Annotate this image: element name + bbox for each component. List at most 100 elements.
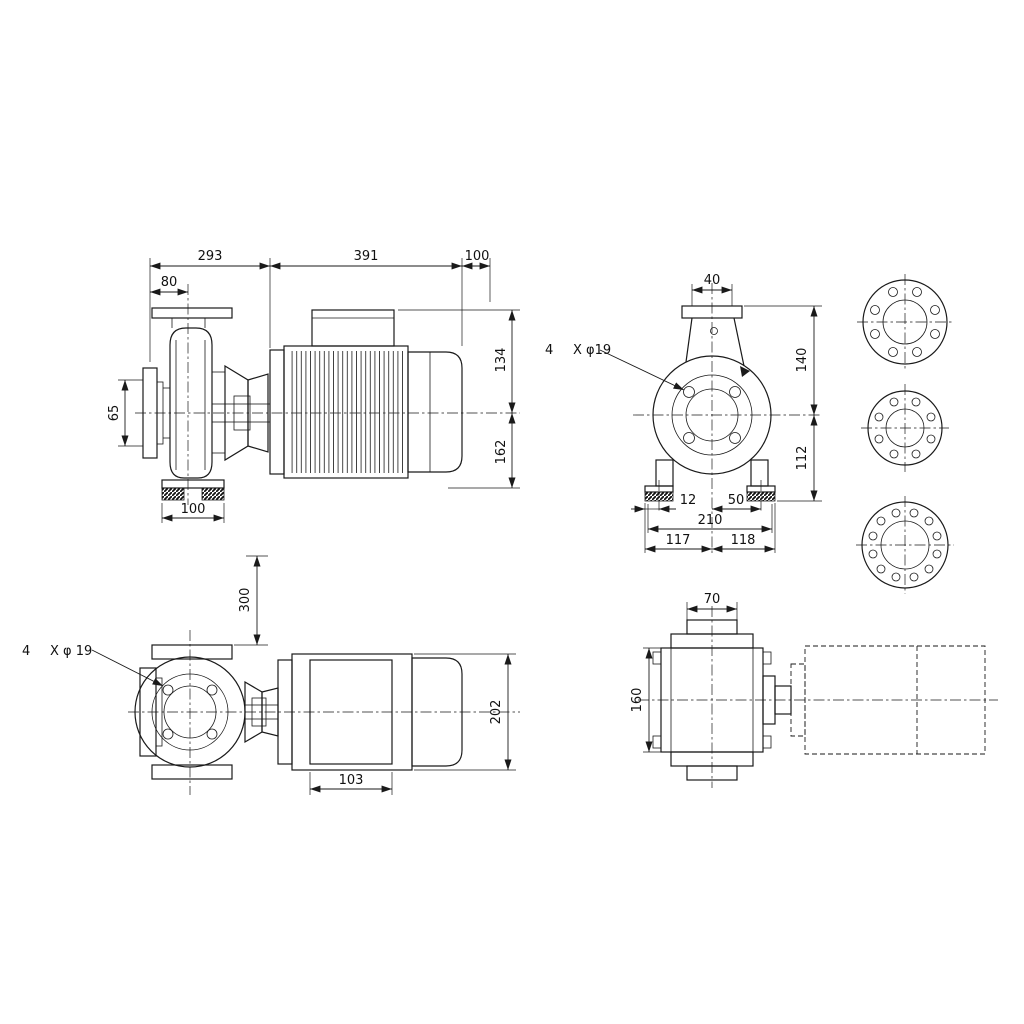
front-right-dimensions: 140 112: [744, 305, 822, 502]
bolt-hole: [912, 347, 922, 357]
bolt-hole: [932, 531, 942, 541]
front-view-centerlines: [633, 283, 822, 556]
bolt-hole: [868, 549, 878, 559]
bolt-qty-label: 4: [22, 644, 30, 659]
bolt-hole: [876, 564, 886, 574]
bolt-hole: [876, 516, 886, 526]
dim-label-100-foot: 100: [181, 502, 206, 517]
dim-label-50: 50: [728, 493, 745, 508]
dim-label-391: 391: [354, 249, 379, 264]
pump-volute-side: [169, 327, 213, 479]
front-bolt-callout: 4 X φ19: [545, 343, 685, 391]
front-view: 40 4 X φ19 140 112 12 50: [545, 273, 822, 556]
dim-label-160: 160: [630, 688, 645, 713]
bolt-hole: [911, 449, 921, 459]
pump-feet-front: [644, 459, 776, 513]
dim-label-210: 210: [698, 513, 723, 528]
bolt-hole: [909, 572, 919, 582]
dim-label-140: 140: [795, 348, 810, 373]
end-view-centerlines: [638, 606, 998, 788]
bolt-hole: [926, 434, 936, 444]
dim-label-293: 293: [198, 249, 223, 264]
dim-label-118: 118: [731, 533, 756, 548]
bolt-hole: [874, 434, 884, 444]
dim-label-80: 80: [161, 275, 178, 290]
bolt-hole: [891, 572, 901, 582]
motor-end-bell: [407, 351, 463, 473]
bolt-hole: [911, 397, 921, 407]
side-top-dimensions: 293 391 100: [149, 249, 491, 362]
vent-plug: [710, 327, 718, 335]
bolt-hole: [729, 386, 741, 398]
bearing-bracket-side: [211, 364, 271, 462]
dim-label-202: 202: [489, 700, 504, 725]
motor-side: [269, 309, 463, 479]
bolt-hole: [162, 684, 174, 696]
bolt-hole: [206, 728, 218, 740]
terminal-box: [311, 309, 395, 347]
plan-dim-202: 202: [414, 653, 516, 771]
bolt-hole: [909, 508, 919, 518]
dim-label-134: 134: [494, 348, 509, 373]
bolt-hole: [868, 531, 878, 541]
end-dim-160: 160: [630, 647, 661, 753]
discharge-flange-front: [681, 305, 745, 367]
bolt-hole: [162, 728, 174, 740]
dim-label-112: 112: [795, 446, 810, 471]
bolt-hole: [930, 305, 940, 315]
dim-label-65: 65: [107, 405, 122, 422]
rotation-arrow: [740, 366, 750, 377]
foot-pad-plan-top: [151, 644, 233, 660]
bolt-hole: [870, 305, 880, 315]
bolt-hole: [912, 287, 922, 297]
flange-views: [856, 274, 954, 594]
end-dim-70: 70: [686, 592, 738, 620]
pump-housing-end: [652, 619, 772, 781]
flange-detail-middle: [861, 384, 949, 472]
suction-flange-side: [142, 367, 170, 459]
plan-view: 4 X φ 19 300 202: [22, 555, 520, 795]
side-view: 293 391 100 80 65 134 162: [107, 249, 520, 523]
plan-bolt-callout: 4 X φ 19: [22, 644, 164, 687]
dim-label-40: 40: [704, 273, 721, 288]
bolt-qty-label: 4: [545, 343, 553, 358]
bolt-hole: [932, 549, 942, 559]
motor-plan: [277, 653, 463, 771]
dim-label-103: 103: [339, 773, 364, 788]
side-dim-80: 80: [150, 275, 188, 296]
bolt-hole: [874, 412, 884, 422]
side-view-centerlines: [135, 284, 520, 505]
dim-label-162: 162: [494, 440, 509, 465]
bolt-hole: [889, 449, 899, 459]
side-right-dimensions: 134 162: [398, 309, 520, 489]
foot-pad-plan-bottom: [151, 764, 233, 780]
suction-flange-bolt-holes: [683, 386, 741, 444]
dim-label-70: 70: [704, 592, 721, 607]
bolt-hole: [930, 329, 940, 339]
motor-end-bell-plan: [411, 657, 463, 767]
discharge-flange-side: [151, 307, 233, 328]
pump-foot-side: [161, 479, 225, 501]
front-bottom-dimensions: 12 50 210 117 118: [631, 493, 776, 553]
front-dim-40: 40: [691, 273, 733, 306]
dim-label-12: 12: [680, 493, 697, 508]
bolt-hole: [924, 564, 934, 574]
side-dim-65: 65: [107, 379, 143, 447]
bolt-hole: [870, 329, 880, 339]
bolt-hole: [729, 432, 741, 444]
bolt-spec-label: X φ19: [573, 343, 611, 358]
pump-volute-front: [652, 355, 772, 475]
pump-volute-plan: [134, 644, 246, 780]
dim-label-117: 117: [666, 533, 691, 548]
bolt-spec-label: X φ 19: [50, 644, 92, 659]
bolt-hole: [889, 397, 899, 407]
bolt-hole: [888, 287, 898, 297]
bolt-hole: [683, 386, 695, 398]
motor-phantom-end: [790, 645, 986, 755]
end-view: 70 160: [630, 592, 998, 788]
bolt-hole: [683, 432, 695, 444]
bolt-hole: [891, 508, 901, 518]
bolt-hole: [888, 347, 898, 357]
bolt-hole: [924, 516, 934, 526]
